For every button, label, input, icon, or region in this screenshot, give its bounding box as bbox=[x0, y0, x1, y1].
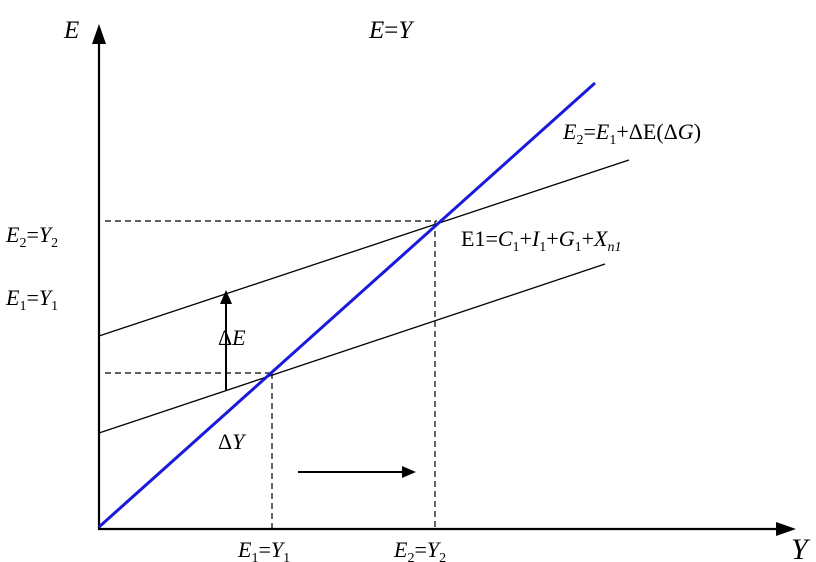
delta-y-label: ΔY bbox=[218, 429, 247, 454]
e2-line-label: E2=E1+ΔE(ΔG) bbox=[562, 119, 701, 148]
bottom-label-e2-y2: E2=Y2 bbox=[393, 537, 446, 562]
delta-e-label: ΔE bbox=[218, 325, 246, 350]
forty-five-line-label: E=Y bbox=[368, 17, 415, 44]
x-axis-label: Y bbox=[791, 533, 811, 562]
bottom-label-e1-y1: E1=Y1 bbox=[237, 537, 290, 562]
expenditure-line-e2 bbox=[98, 159, 630, 337]
left-label-e2-y2: E2=Y2 bbox=[5, 222, 58, 251]
forty-five-degree-line bbox=[97, 81, 597, 529]
left-label-e1-y1: E1=Y1 bbox=[5, 285, 58, 314]
y-axis-arrowhead bbox=[92, 24, 106, 44]
e1-line-label: E1=C1+I1+G1+Xn1 bbox=[461, 226, 621, 255]
expenditure-line-e1 bbox=[98, 263, 606, 434]
x-axis-arrowhead bbox=[776, 522, 796, 536]
shift-arrowhead bbox=[402, 466, 416, 478]
y-axis-label: E bbox=[63, 17, 79, 44]
delta-e-arrowhead bbox=[220, 290, 232, 304]
